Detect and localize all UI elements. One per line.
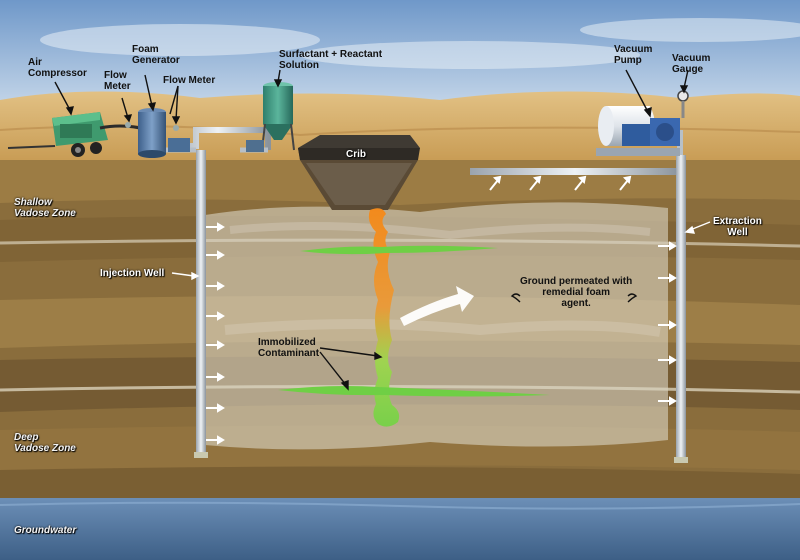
flow-meter-left-line2: Meter [104, 81, 131, 92]
ground-permeated-label: Ground permeated with remedial foam agen… [520, 276, 632, 309]
surfactant-line2: Solution [279, 60, 319, 71]
foam-generator-line2: Generator [132, 55, 180, 66]
vacuum-pump [596, 90, 689, 156]
ground-permeated-line3: agent. [561, 298, 591, 309]
flow-meter-left-line1: Flow [104, 70, 127, 81]
air-compressor-label-line1: Air [28, 57, 42, 68]
contaminant-callout [319, 293, 638, 391]
vacuum-pump-label: Vacuum Pump [614, 44, 652, 66]
flow-meter-left-label: Flow Meter [104, 70, 131, 92]
vacuum-gauge-line2: Gauge [672, 64, 704, 75]
flow-arrow-icon [400, 286, 474, 326]
deep-vadose-label: Deep Vadose Zone [14, 432, 76, 454]
shallow-vadose-line2: Vadose Zone [14, 208, 76, 219]
flow-meter-right-label: Flow Meter [163, 75, 216, 86]
callout-lines [54, 69, 689, 125]
contaminant-plume [278, 208, 550, 427]
deep-vadose-line1: Deep [14, 432, 39, 443]
contaminant-line1: Immobilized [258, 337, 316, 348]
shallow-vadose-label: Shallow Vadose Zone [14, 197, 76, 219]
ground-permeated-line1: Ground permeated with [520, 276, 633, 287]
air-compressor-label-line2: Compressor [28, 68, 87, 79]
crib [298, 135, 420, 210]
ground-permeated-line2: remedial foam [542, 287, 611, 298]
vacuum-pump-line1: Vacuum [614, 44, 653, 55]
surfactant-tank [246, 82, 295, 152]
injection-well [194, 150, 208, 458]
injection-well-label: Injection Well [100, 268, 165, 279]
contaminant-label: Immobilized Contaminant [258, 337, 319, 359]
extraction-well-label: Extraction Well [713, 216, 762, 238]
crib-label: Crib [346, 149, 366, 160]
air-compressor [7, 112, 108, 157]
callout-lines-light [171, 221, 711, 281]
foam-generator-label: Foam Generator [132, 44, 180, 66]
vacuum-pump-line2: Pump [614, 55, 642, 66]
foam-generator [125, 108, 190, 158]
injection-arrow-icon [206, 222, 225, 445]
desert-surface [0, 91, 800, 165]
deep-vadose-line2: Vadose Zone [14, 443, 76, 454]
shallow-vadose-line1: Shallow [14, 197, 52, 208]
vacuum-gauge-label: Vacuum Gauge [672, 53, 710, 75]
foam-generator-line1: Foam [132, 44, 159, 55]
surfactant-line1: Surfactant + Reactant [279, 49, 383, 60]
groundwater-label: Groundwater [14, 525, 77, 536]
vacuum-gauge-line1: Vacuum [672, 53, 711, 64]
surfactant-label: Surfactant + Reactant Solution [279, 49, 382, 71]
extraction-well-line1: Extraction [713, 216, 762, 227]
extraction-arrow-icon [489, 175, 677, 406]
extraction-well-line2: Well [727, 227, 748, 238]
contaminant-line2: Contaminant [258, 348, 320, 359]
air-compressor-label: Air Compressor [28, 57, 87, 79]
